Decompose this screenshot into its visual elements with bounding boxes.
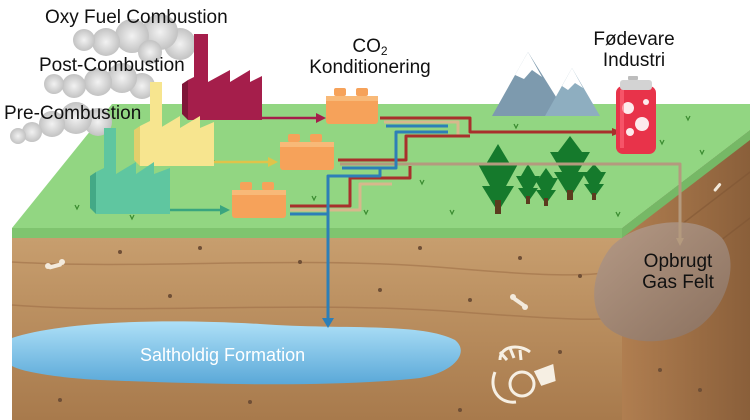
food-line-2: Industri [602,49,666,71]
saline-formation [12,321,461,385]
label-pre-combustion: Pre-Combustion [4,103,142,124]
conditioning-unit-icon [280,134,334,170]
pebbles [58,246,702,412]
factory-icon [134,82,214,166]
pipe-red [338,134,470,162]
pine-tree-icon [534,168,558,206]
arrow-head [220,205,230,215]
arrow-head [676,238,684,246]
bone-icon [45,259,65,270]
food-line-1: Fødevare [593,29,675,50]
smoke-cloud-icon [44,63,155,99]
pre-factory-side [90,172,96,214]
bone-icon [510,294,528,310]
post-factory-side [134,126,140,166]
gas-line-1: Opbrugt [643,251,713,272]
pipe-tan [384,120,460,136]
label-saline-formation: Saltholdig Formation [140,345,306,365]
pine-tree-icon [478,144,518,214]
oxy-factory-body [188,70,262,120]
label-oxy-fuel-combustion: Oxy Fuel Combustion [45,7,228,28]
co2-line: CO2 [300,36,440,58]
pine-tree-icon [516,164,540,204]
pre-factory-body [96,162,170,214]
pipe-tan [340,162,682,240]
pipe-blue [290,168,382,216]
conditioning-line: Konditionering [309,57,431,79]
co2-text: CO [352,36,381,57]
conditioning-unit-icon [232,182,286,218]
post-factory-body [140,116,214,166]
label-co2-conditioning: CO2 Konditionering [300,36,440,79]
factory-icon [182,34,262,120]
pipe-blue [342,130,448,170]
soda-can-icon [616,76,656,154]
pipe-red [290,166,412,208]
conditioning-unit-icon [326,88,378,124]
gas-line-2: Gas Felt [642,271,714,293]
grass-edge-right [622,130,750,238]
bone-icon [713,183,722,192]
pine-tree-icon [550,136,590,200]
factory-icon [90,128,170,214]
smoke-cloud-icon [73,14,196,64]
grass-edge [12,228,622,238]
label-depleted-gas-field: Opbrugt Gas Felt [622,251,734,294]
factory-arrows [170,113,326,215]
arrow-head [316,113,326,123]
depleted-gas-field [594,222,731,342]
soil-layer-line [11,261,623,276]
arrow-head [268,157,278,167]
oxy-factory-side [182,80,188,120]
co2-subscript: 2 [380,44,388,58]
arrow-head [322,318,334,328]
mountain-icon [492,52,600,116]
label-food-industry: Fødevare Industri [580,29,688,72]
pipe-tan [290,182,392,212]
pine-tree-icon [582,164,606,200]
label-post-combustion: Post-Combustion [39,55,185,76]
pipe-red [380,116,614,134]
fossil-icon [491,345,556,404]
